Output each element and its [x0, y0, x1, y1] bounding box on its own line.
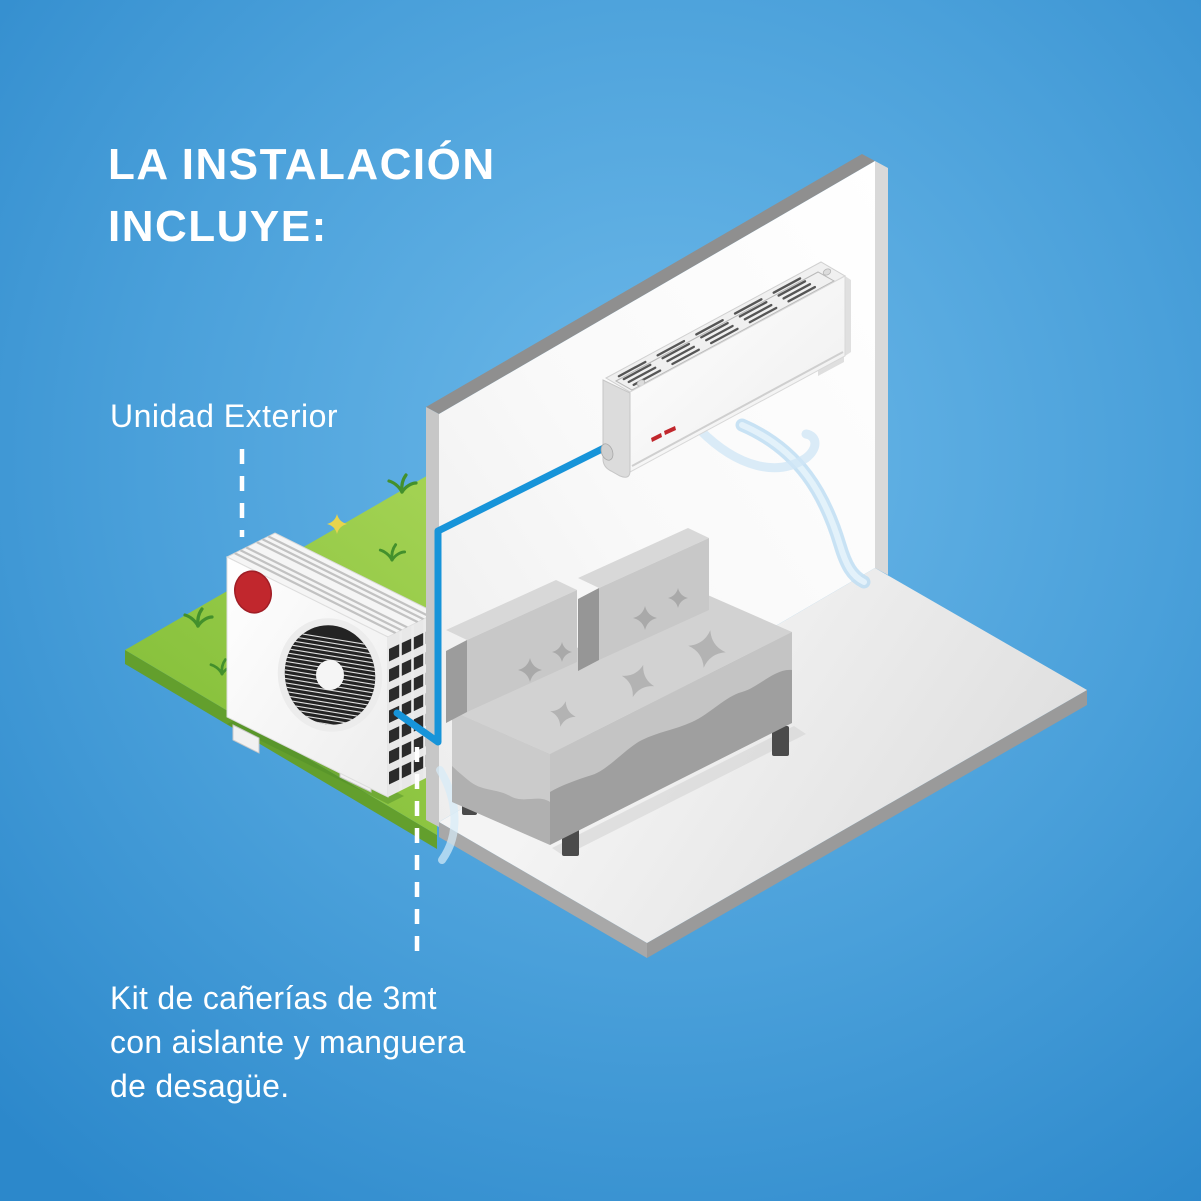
refrigerant-pipe: [393, 444, 608, 746]
indoor-unit-screw-icon: [822, 268, 832, 276]
kit-line-3: de desagüe.: [110, 1068, 290, 1104]
airflow-wisp: [436, 766, 459, 864]
title-line-2: INCLUYE:: [108, 202, 328, 251]
sofa-shadow: [552, 726, 806, 856]
fan-hub-icon: [316, 660, 344, 690]
indoor-unit: [600, 261, 851, 478]
indoor-unit-bottom-lip: [631, 351, 844, 467]
grass-edge: [125, 650, 437, 849]
sofa-leg: [772, 726, 789, 756]
wall-right-edge: [875, 161, 888, 575]
title-line-1: LA INSTALACIÓN: [108, 140, 496, 189]
indoor-unit-left-cap: [602, 379, 631, 478]
sofa-seat: [452, 589, 792, 802]
indoor-unit-logo: [651, 426, 676, 442]
indoor-unit-top-border: [614, 271, 836, 391]
floor-front-right-edge: [647, 690, 1087, 958]
airflow: [436, 418, 871, 864]
outdoor-unit-fan: [277, 618, 383, 734]
outdoor-unit-label: Unidad Exterior: [110, 398, 339, 434]
sofa-back-cushions: [446, 528, 709, 723]
airflow-curl: [695, 425, 820, 473]
sofa: [446, 528, 806, 856]
floor-front-left-edge: [439, 822, 647, 958]
indoor-unit-vents: [617, 277, 817, 386]
kit-line-1: Kit de cañerías de 3mt: [110, 980, 437, 1016]
pipe-connector: [600, 443, 614, 461]
outdoor-unit-top-grooves: [234, 535, 430, 635]
page-title: LA INSTALACIÓN INCLUYE:: [108, 134, 496, 258]
airflow-stream-highlight: [739, 422, 867, 585]
outdoor-unit: [225, 532, 438, 804]
outdoor-unit-foot: [232, 724, 260, 754]
kit-line-2: con aislante y manguera: [110, 1024, 466, 1060]
indoor-unit-right-cap: [845, 276, 851, 356]
sofa-seat-top: [452, 589, 792, 754]
outdoor-unit-louver-dividers: [399, 618, 426, 796]
piping-kit-label: Kit de cañerías de 3mt con aislante y ma…: [110, 976, 466, 1108]
outdoor-unit-logo: [234, 570, 272, 614]
wall-top-edge: [426, 154, 875, 414]
